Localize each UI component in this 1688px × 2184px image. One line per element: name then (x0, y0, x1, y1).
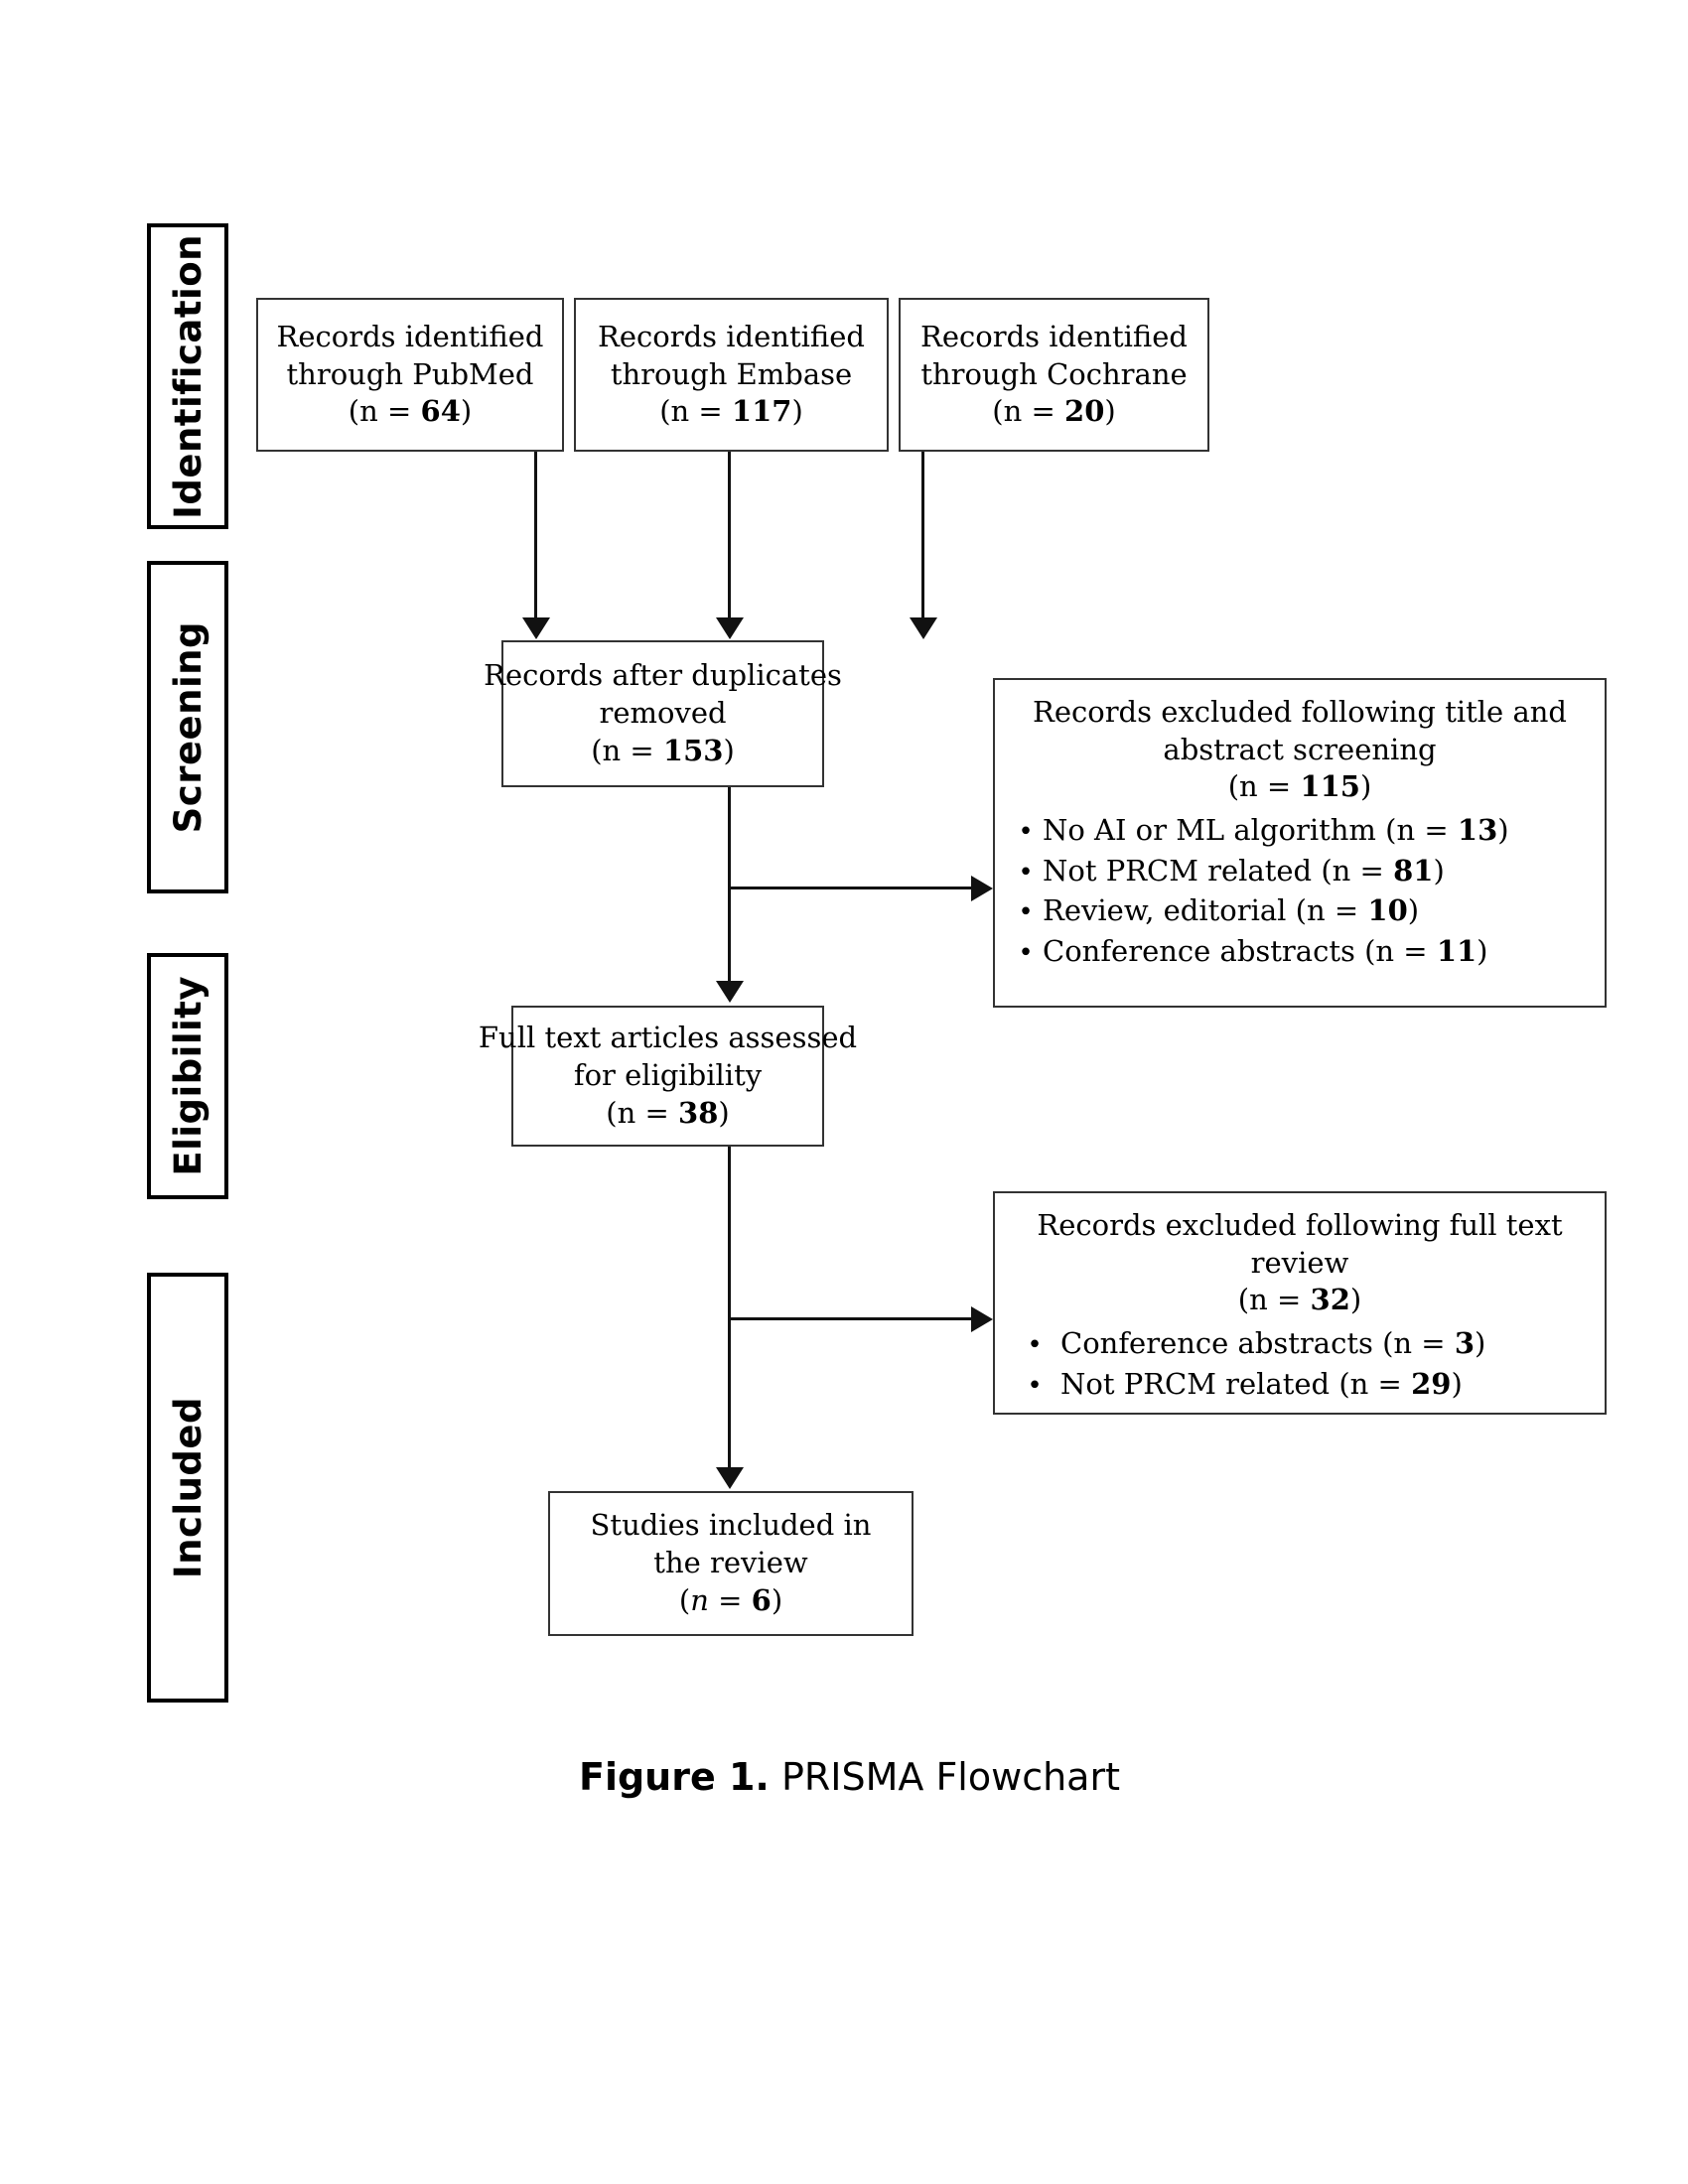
reason-text: No AI or ML algorithm (n = 13) (1043, 813, 1509, 848)
duplicates-line1: Records after duplicates (484, 658, 842, 693)
source-pubmed-line1: Records identified (276, 319, 544, 353)
excluded-fulltext-reason-list: • Conference abstracts (n = 3) • Not PRC… (1009, 1325, 1591, 1406)
included-line1: Studies included in (590, 1508, 872, 1543)
figure-caption-label: Figure 1. (579, 1755, 770, 1799)
stage-label-included-text: Included (166, 1396, 210, 1579)
source-pubmed-count: (n = 64) (348, 394, 473, 429)
source-embase-count: (n = 117) (659, 394, 803, 429)
bullet-icon: • (1018, 897, 1034, 928)
excluded-screening-box: Records excluded following title and abs… (993, 678, 1607, 1008)
source-cochrane-line2: through Cochrane (920, 356, 1188, 391)
source-cochrane-line1: Records identified (920, 319, 1188, 353)
stage-label-eligibility: Eligibility (147, 953, 228, 1199)
list-item: • Not PRCM related (n = 29) (1009, 1366, 1591, 1404)
fulltext-count: (n = 38) (606, 1095, 730, 1130)
arrowhead-fulltext-to-included (716, 1467, 744, 1489)
reason-text: Not PRCM related (n = 29) (1060, 1366, 1463, 1401)
reason-text: Conference abstracts (n = 3) (1060, 1326, 1486, 1361)
excluded-fulltext-line1: Records excluded following full text (1037, 1208, 1563, 1242)
list-item: • Not PRCM related (n = 81) (1009, 853, 1591, 890)
figure-caption: Figure 1. PRISMA Flowchart (579, 1755, 1120, 1799)
connector-fulltext-to-excluded-fulltext (728, 1317, 971, 1320)
arrowhead-duplicates-to-fulltext (716, 981, 744, 1003)
fulltext-line2: for eligibility (573, 1058, 763, 1093)
stage-label-screening-text: Screening (166, 620, 210, 834)
source-cochrane-count: (n = 20) (992, 394, 1116, 429)
source-embase-line2: through Embase (610, 356, 853, 391)
excluded-fulltext-heading: Records excluded following full text rev… (1009, 1207, 1591, 1319)
excluded-screening-reason-list: • No AI or ML algorithm (n = 13) • Not P… (1009, 812, 1591, 974)
duplicates-count: (n = 153) (591, 733, 735, 767)
connector-duplicates-to-fulltext (728, 787, 731, 984)
list-item: • Conference abstracts (n = 11) (1009, 933, 1591, 971)
list-item: • Review, editorial (n = 10) (1009, 892, 1591, 930)
figure-caption-text: PRISMA Flowchart (769, 1755, 1120, 1799)
arrowhead-fulltext-to-excluded-fulltext (971, 1306, 993, 1332)
connector-embase-to-duplicates (728, 452, 731, 620)
bullet-icon: • (1018, 817, 1034, 848)
reason-text: Review, editorial (n = 10) (1043, 893, 1420, 928)
fulltext-assessed-box: Full text articles assessed for eligibil… (479, 1006, 857, 1147)
stage-label-included: Included (147, 1273, 228, 1703)
stage-label-identification: Identification (147, 223, 228, 529)
included-count: (n = 6) (678, 1582, 783, 1617)
bullet-icon: • (1018, 857, 1034, 887)
bullet-icon: • (1018, 938, 1034, 969)
source-box-embase: Records identified through Embase (n = 1… (574, 298, 889, 452)
stage-label-screening: Screening (147, 561, 228, 893)
reason-text: Not PRCM related (n = 81) (1043, 853, 1445, 887)
connector-cochrane-to-duplicates (921, 452, 924, 620)
bullet-icon: • (1027, 1370, 1043, 1401)
source-box-pubmed: Records identified through PubMed (n = 6… (256, 298, 564, 452)
included-line2: the review (653, 1546, 808, 1580)
connector-duplicates-to-excluded-screening (728, 887, 971, 889)
source-box-cochrane: Records identified through Cochrane (n =… (899, 298, 1209, 452)
fulltext-line1: Full text articles assessed (478, 1021, 858, 1055)
connector-pubmed-to-duplicates (534, 452, 537, 620)
connector-fulltext-to-included (728, 1147, 731, 1469)
arrowhead-duplicates-to-excluded-screening (971, 876, 993, 901)
bullet-icon: • (1027, 1330, 1043, 1361)
arrowhead-pubmed-to-duplicates (522, 617, 550, 639)
duplicates-line2: removed (599, 696, 727, 731)
list-item: • No AI or ML algorithm (n = 13) (1009, 812, 1591, 850)
reason-text: Conference abstracts (n = 11) (1043, 934, 1488, 969)
excluded-fulltext-count: (n = 32) (1237, 1283, 1362, 1317)
excluded-screening-count: (n = 115) (1227, 769, 1372, 804)
duplicates-removed-box: Records after duplicates removed (n = 15… (484, 640, 842, 787)
source-pubmed-line2: through PubMed (286, 356, 534, 391)
arrowhead-cochrane-to-duplicates (910, 617, 937, 639)
excluded-screening-heading: Records excluded following title and abs… (1009, 694, 1591, 806)
list-item: • Conference abstracts (n = 3) (1009, 1325, 1591, 1363)
source-embase-line1: Records identified (598, 319, 865, 353)
stage-label-eligibility-text: Eligibility (166, 976, 210, 1176)
excluded-screening-line2: abstract screening (1163, 732, 1437, 766)
stage-label-identification-text: Identification (166, 233, 210, 519)
arrowhead-embase-to-duplicates (716, 617, 744, 639)
excluded-fulltext-box: Records excluded following full text rev… (993, 1191, 1607, 1415)
studies-included-box: Studies included in the review (n = 6) (548, 1491, 914, 1636)
excluded-fulltext-line2: review (1250, 1245, 1349, 1280)
excluded-screening-line1: Records excluded following title and (1033, 695, 1567, 729)
